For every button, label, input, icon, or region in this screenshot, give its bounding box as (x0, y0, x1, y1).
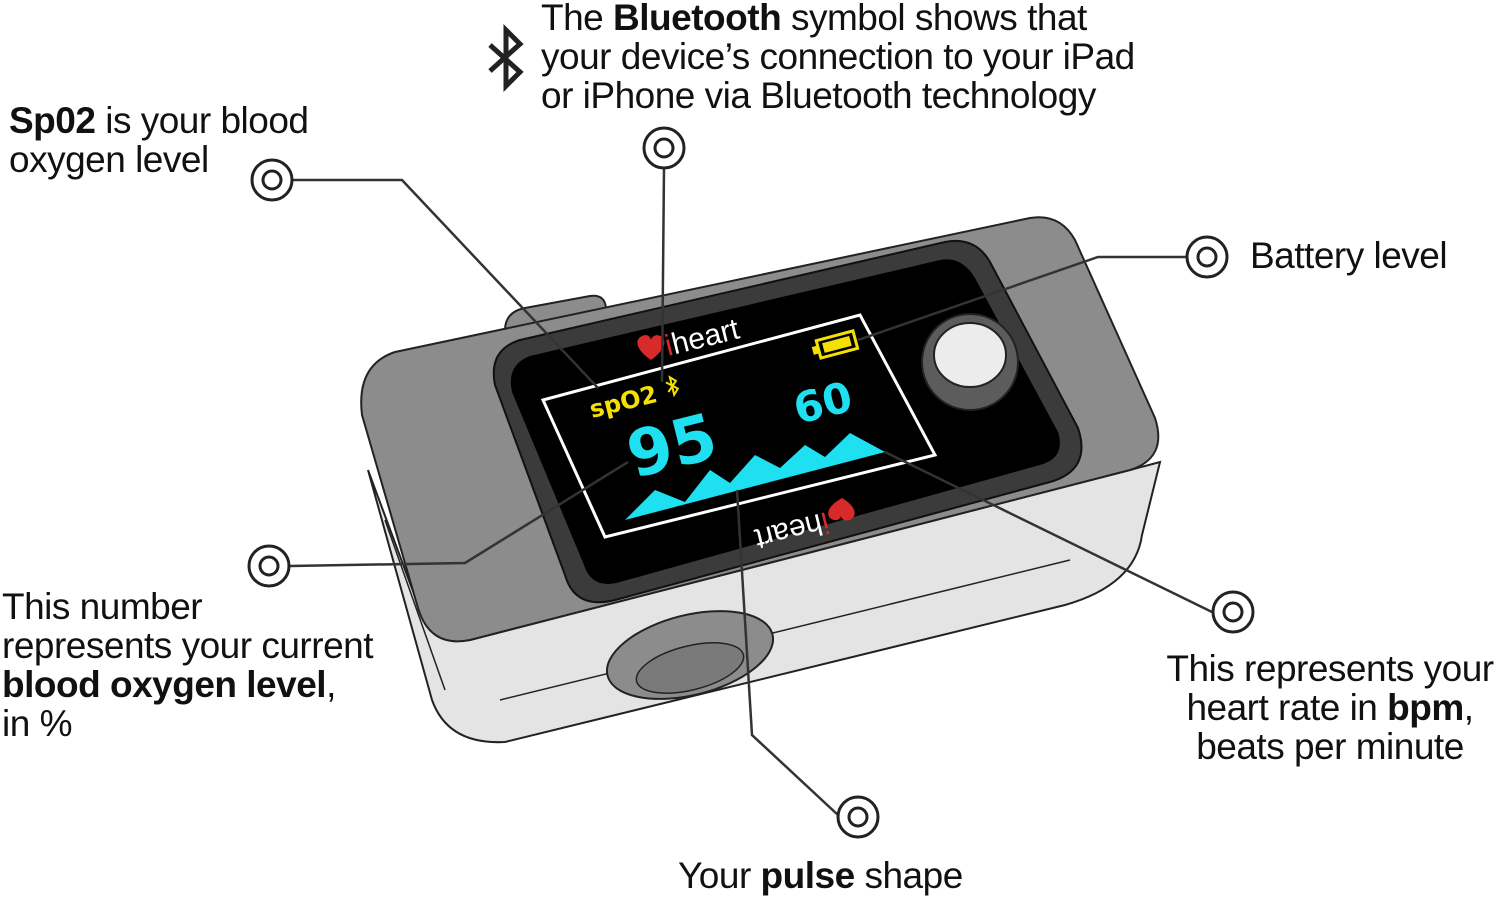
battery-icon (811, 329, 860, 360)
leader-spo2 (292, 178, 599, 389)
heart-logo-icon (637, 335, 665, 360)
bluetooth-symbol-icon (488, 23, 524, 93)
pulse-waveform (625, 433, 885, 520)
bluetooth-icon (665, 375, 680, 398)
target-heart-rate-icon (1211, 590, 1255, 634)
target-spo2-icon (250, 158, 294, 202)
target-battery-icon (1185, 235, 1229, 279)
target-number-icon (247, 544, 291, 588)
callout-battery: Battery level (1250, 235, 1448, 276)
leader-heart-rate (884, 450, 1213, 614)
screen-frame (540, 313, 938, 539)
target-pulse-icon (836, 795, 880, 839)
callout-number: This number represents your current bloo… (2, 586, 374, 744)
leader-battery (857, 255, 1186, 342)
callout-pulse: Your pulse shape (678, 855, 963, 896)
leader-pulse (735, 489, 839, 816)
callout-heart-rate: This represents your heart rate in bpm, … (1166, 648, 1494, 767)
callout-spo2: Sp02 is your blood oxygen level (9, 100, 309, 180)
target-bluetooth-icon (642, 126, 686, 170)
callout-bluetooth: The Bluetooth symbol shows that your dev… (541, 0, 1135, 116)
leader-number (289, 460, 629, 568)
heart-logo-icon-inverted (828, 498, 855, 521)
power-button[interactable] (933, 322, 1007, 388)
leader-bluetooth (660, 167, 666, 383)
